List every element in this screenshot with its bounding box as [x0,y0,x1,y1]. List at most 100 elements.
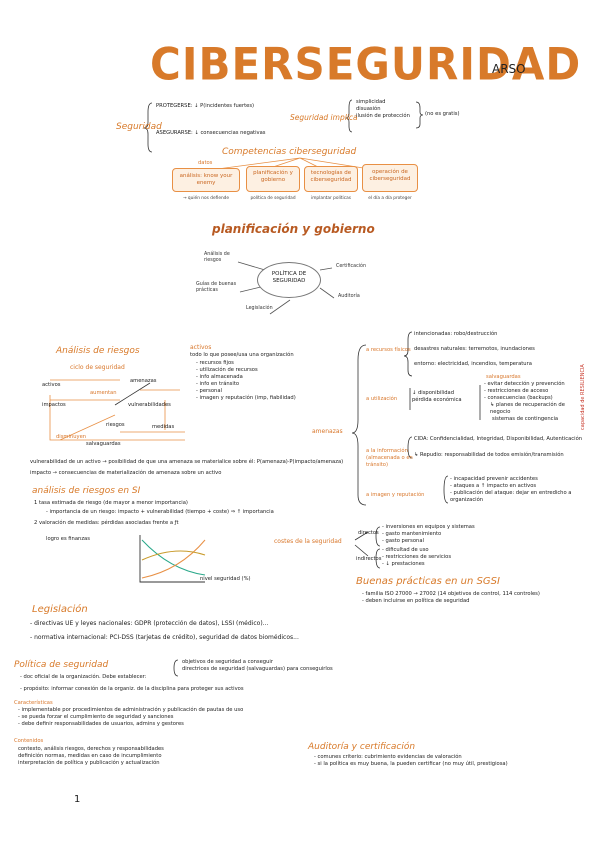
politica-item1-list: objetivos de seguridad a conseguir direc… [182,659,382,673]
imagen-item: - ataques a ↑ impacto en activos [450,483,537,489]
implica-item: simplicidad [356,99,386,105]
cont-item: interpretación de política y publicación… [18,760,160,766]
fisico-item: intencionadas: robo/destrucción [414,331,498,337]
salvaguardas-list: - evitar detección y prevención - restri… [484,381,574,423]
amenaza-informacion: a la información (almacenada o en tránsi… [366,448,413,468]
activos-title: activos [190,344,212,351]
costes-directos: directos [358,530,379,536]
caract-item: - debe definir responsabilidades de usua… [18,721,184,727]
competencia-caption: implantar políticas [311,196,351,201]
page-number: 1 [74,794,81,805]
indirectos-list: - dificultad de uso - restricciones de s… [382,547,451,568]
directos-list: - inversiones en equipos y sistemas - ga… [382,524,475,545]
salvaguardas-label: salvaguardas [486,374,521,380]
ciclo-edge-label: aumentan [90,390,117,396]
fisico-item: desastres naturales: terremotos, inundac… [414,346,535,352]
cont-item: definición normas, medidas en caso de in… [18,753,162,759]
seguridad-asegurarse: ASEGURARSE: ↓ consecuencias negativas [156,130,266,136]
salv-item: - consecuencias (backups) [484,395,553,401]
amenaza-imagen: a imagen y reputación [366,492,425,498]
directo-item: - inversiones en equipos y sistemas [382,524,475,530]
def-vulnerabilidad: vulnerabilidad de un activo → posibilida… [30,459,344,465]
salv-item: ↳ planes de recuperación de negocio [490,402,565,415]
utilizacion-item: ↓ disponibilidad [412,390,455,396]
competencia-caption: el día a día proteger [368,196,412,201]
ar-si-p1: 1 tasa estimada de riesgo (de mayor a me… [34,500,188,506]
subject-tag: ARSO [492,62,526,76]
fisico-item: entorno: electricidad, incendios, temper… [414,361,532,367]
seguridad-implica-list: simplicidad disuasión ilusión de protecc… [356,99,410,120]
indirecto-item: - dificultad de uso [382,547,429,553]
amenaza-utilizacion: a utilización [366,396,398,402]
politica-title: Política de seguridad [14,660,109,670]
amenaza-recursos-fisicos: a recursos físicos [366,347,411,353]
utilizacion-list: ↓ disponibilidad pérdida económica [412,390,462,404]
seguridad-label: Seguridad [116,122,162,132]
indirecto-item: - ↓ prestaciones [382,561,425,567]
buenas-item: - familia ISO 27000 → 27002 (14 objetivo… [362,591,540,597]
activos-desc: todo lo que posee/usa una organización [190,352,294,358]
graph-axis-label: nivel seguridad (%) [200,576,251,582]
politica-item2: - propósito: informar conexión de la org… [20,686,244,692]
ciclo-node: impactos [42,402,66,408]
politica-sub-item: directrices de seguridad (salvaguardas) … [182,666,333,672]
costes-title: costes de la seguridad [274,538,342,545]
ciclo-node: activos [42,382,61,388]
cont-item: contexto, análisis riesgos, derechos y r… [18,746,164,752]
ar-si-p2: 2 valoración de medidas: pérdidas asocia… [34,520,179,526]
competencia-operacion: operación de ciberseguridad [362,164,418,192]
implica-item: ilusión de protección [356,113,410,119]
ciclo-edge-label: disminuyen [56,434,87,440]
seguridad-proteger: PROTEGERSE: ↓ P(incidentes fuertes) [156,103,255,109]
amenaza-fisicos-list: intencionadas: robo/destrucción desastre… [414,331,564,368]
plan-node: Análisis de riesgos [204,252,230,263]
contenidos-title: Contenidos [14,738,44,744]
salv-item: - evitar detección y prevención [484,381,565,387]
activo-item: - imagen y reputación (imp, fiabilidad) [196,395,296,401]
imagen-item: - incapacidad prevenir accidentes [450,476,538,482]
auditoria-list: - comunes criterio: cubrimiento evidenci… [314,754,584,768]
salv-item: - restricciones de acceso [484,388,549,394]
competencias-title: Competencias ciberseguridad [222,147,357,157]
analisis-title: Análisis de riesgos [56,346,140,356]
imagen-item: - publicación del ataque: dejar en entre… [450,490,572,503]
competencia-top-label: datos [198,160,213,166]
ar-si-note: logro es finanzas [46,536,90,542]
ar-si-title: análisis de riesgos en SI [32,486,141,496]
politica-sub-item: objetivos de seguridad a conseguir [182,659,273,665]
def-impacto: impacto → consecuencias de materializaci… [30,470,222,476]
competencia-caption: → quién nos defiende [182,196,230,201]
directo-item: - gasto personal [382,538,424,544]
planificacion-title: planificación y gobierno [212,222,375,236]
activo-item: - recursos fijos [196,360,234,366]
directo-item: - gasto mantenimiento [382,531,442,537]
buenas-title: Buenas prácticas en un SGSI [356,576,500,587]
auditoria-title: Auditoría y certificación [308,742,416,752]
plan-node: Auditoría [338,294,360,299]
competencia-caption: política de seguridad [250,196,296,201]
ciclo-node: medidas [152,424,175,430]
ciclo-node: riesgos [106,422,125,428]
imagen-list: - incapacidad prevenir accidentes - ataq… [450,476,586,504]
activos-list: - recursos fijos - utilización de recurs… [196,360,296,402]
buenas-list: - familia ISO 27000 → 27002 (14 objetivo… [362,591,592,605]
seguridad-implica-label: Seguridad implica [290,113,358,122]
activo-item: - utilización de recursos [196,367,258,373]
page-title: CIBERSEGURIDAD [150,38,582,91]
buenas-item: - deben incluirse en política de segurid… [362,598,470,604]
legislacion-item: - directivas UE y leyes nacionales: GDPR… [30,620,269,627]
utilizacion-item: pérdida económica [412,397,462,403]
activo-item: - personal [196,388,222,394]
ciclo-node: vulnerabilidades [128,402,171,408]
plan-node: Certificación [336,264,367,269]
implica-note: (no es gratis) [425,111,460,117]
cida-text: CIDA: Confidencialidad, Integridad, Disp… [414,436,583,442]
repudio-text: ↳ Repudio: responsabilidad de todos emis… [414,452,564,458]
legislacion-title: Legislación [32,604,88,615]
competencia-analisis: análisis: know your enemy [172,168,240,192]
competencia-tecnologias: tecnologías de ciberseguridad [304,166,358,192]
caracteristicas-list: - implementable por procedimientos de ad… [18,707,328,728]
politica-bubble: POLÍTICA DE SEGURIDAD [257,262,321,298]
activo-item: - info almacenada [196,374,243,380]
